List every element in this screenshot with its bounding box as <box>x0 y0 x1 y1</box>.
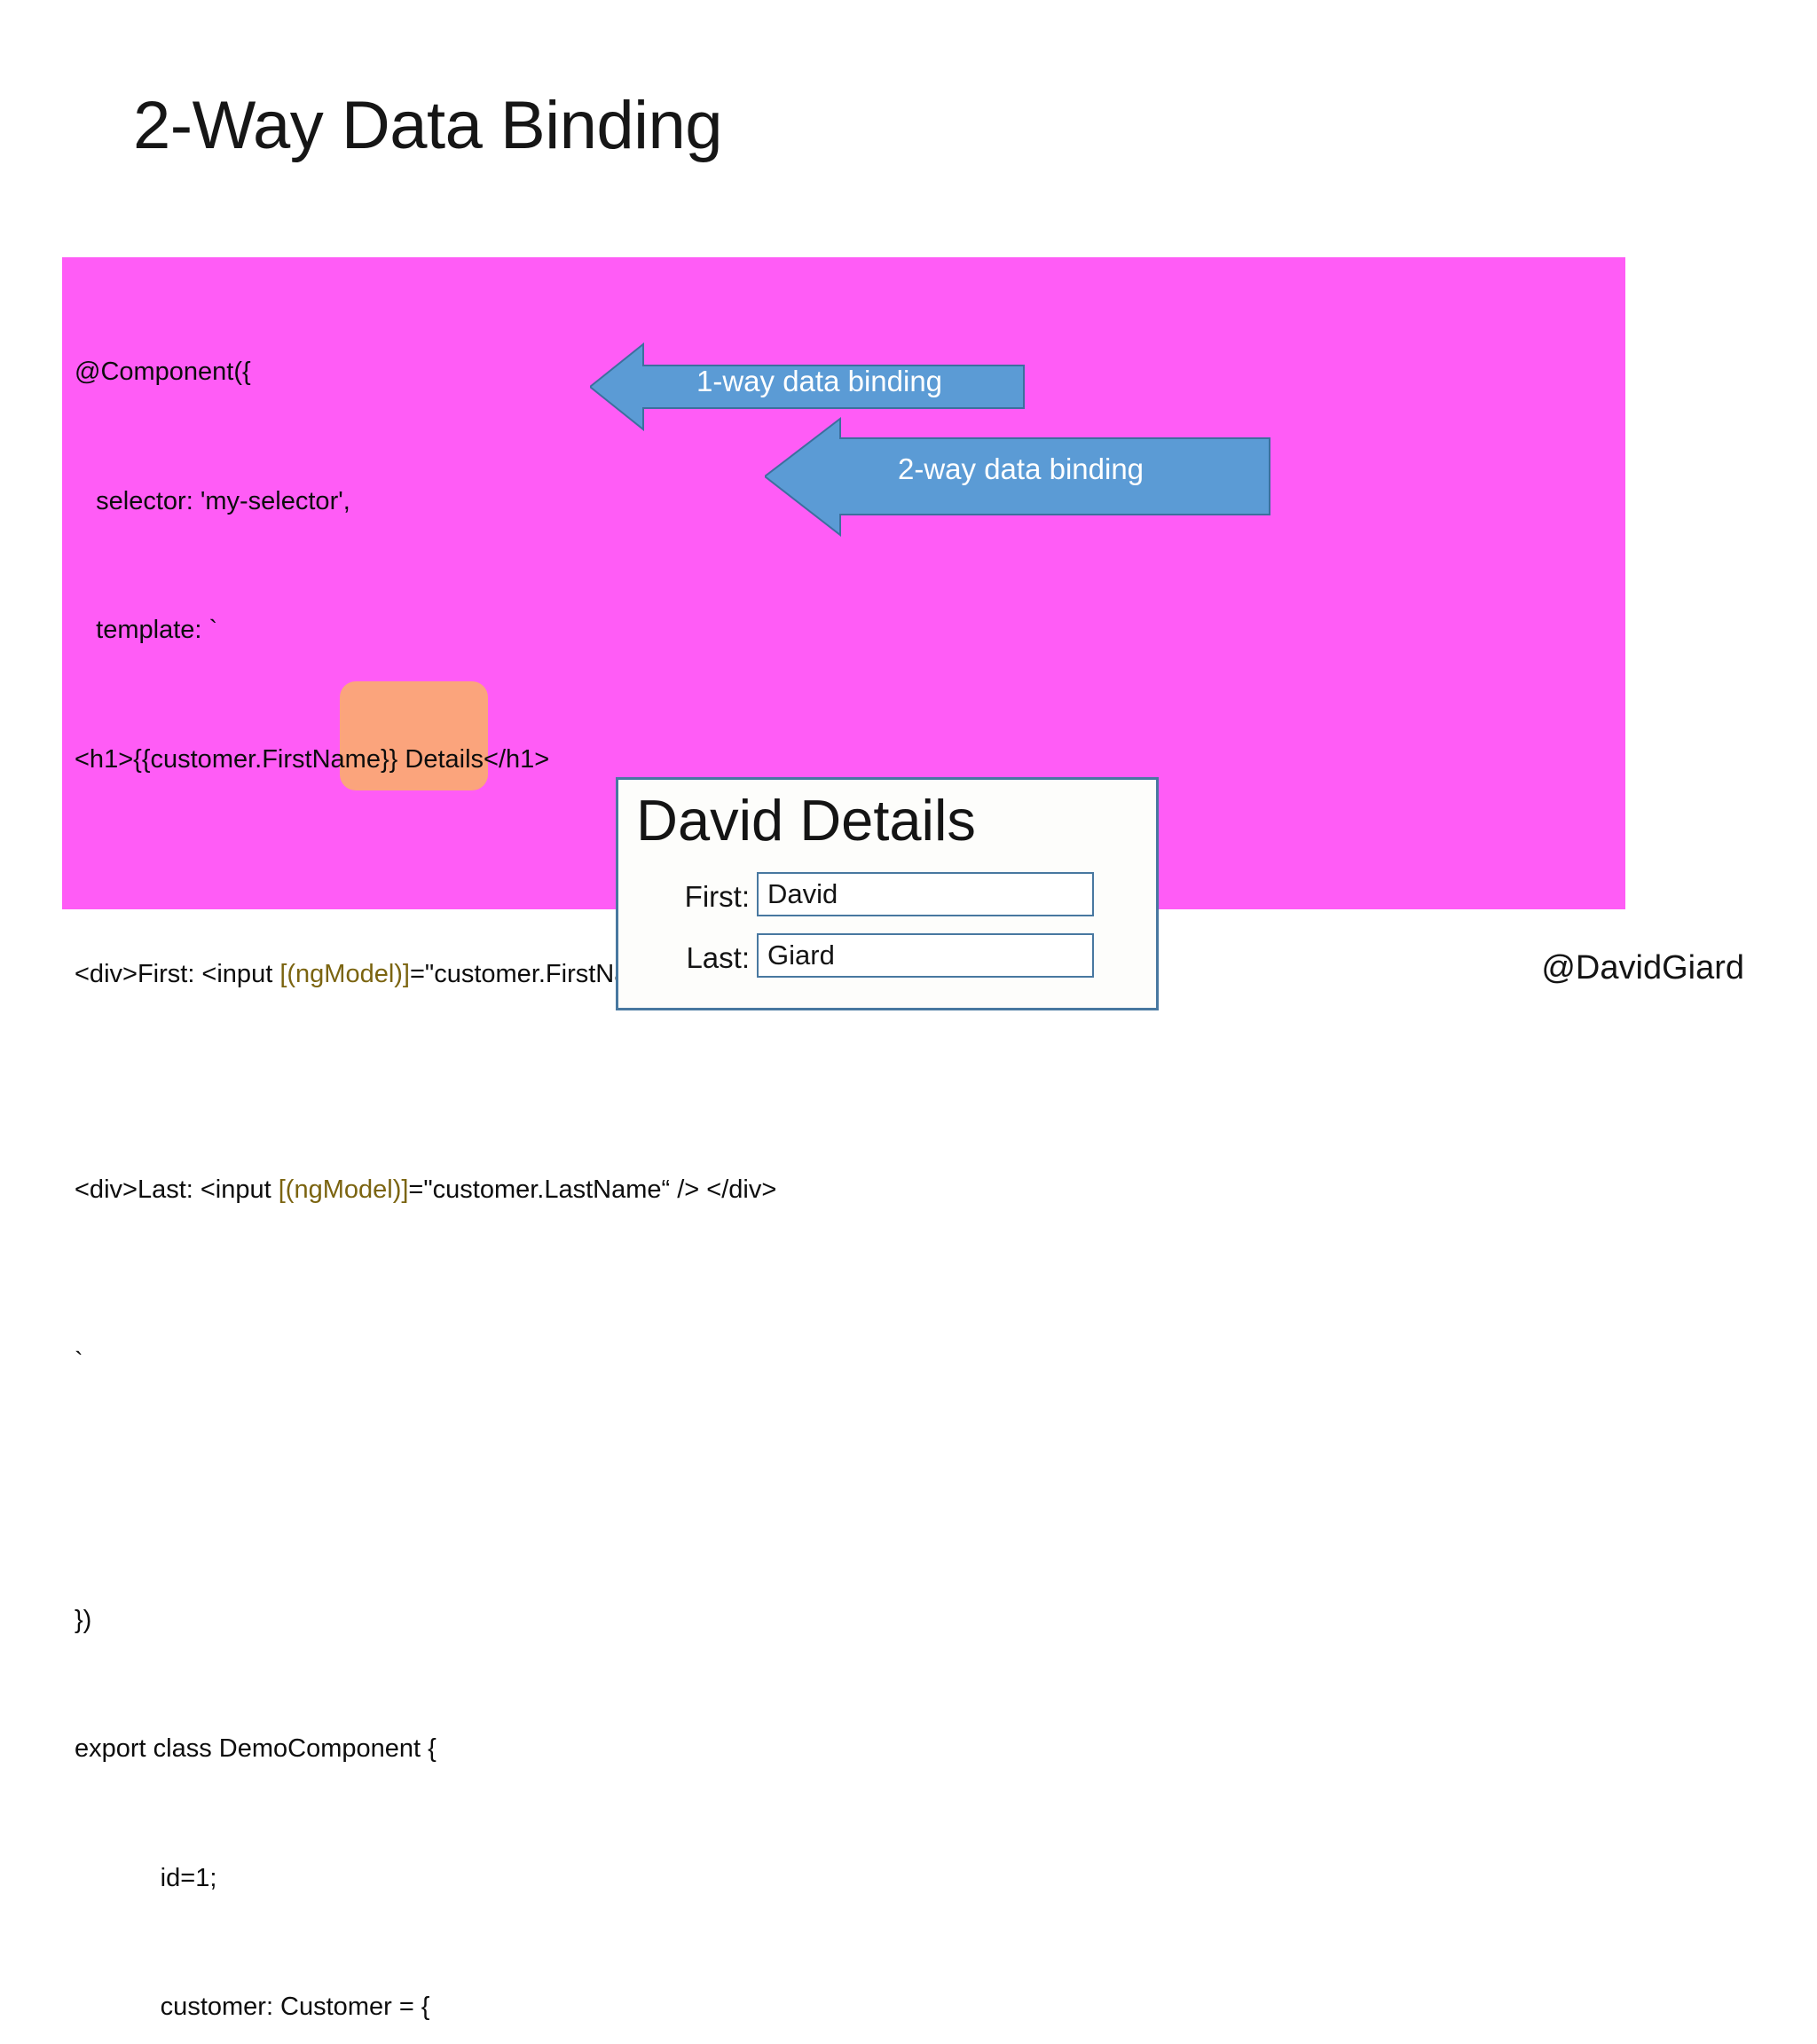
code-line: }) <box>75 1605 92 1634</box>
ngmodel-token: [(ngModel)] <box>278 1175 409 1204</box>
code-fragment: <div>First: <input <box>75 960 280 988</box>
code-fragment: <div>Last: <input <box>75 1175 279 1204</box>
preview-card: David Details First: Last: <box>616 777 1159 1010</box>
two-way-binding-arrow: 2-way data binding <box>765 417 1270 537</box>
code-line: id=1; <box>75 1863 217 1892</box>
left-arrow-icon <box>590 342 1025 431</box>
code-line-ngmodel-last: <div>Last: <input [(ngModel)]="customer.… <box>75 1168 1625 1212</box>
code-line: @Component({ <box>75 358 251 386</box>
preview-heading: David Details <box>636 788 976 853</box>
last-name-label: Last: <box>686 941 750 974</box>
code-line: selector: 'my-selector', <box>75 486 350 515</box>
ngmodel-token: [(ngModel)] <box>279 960 410 988</box>
one-way-binding-arrow: 1-way data binding <box>590 342 1025 431</box>
code-line: <h1>{{customer.FirstName}} Details</h1> <box>75 744 550 774</box>
code-line: export class DemoComponent { <box>75 1734 437 1763</box>
code-line <box>75 1469 1625 1513</box>
first-name-label: First: <box>684 880 750 913</box>
first-name-input[interactable] <box>757 872 1094 916</box>
form-row-last: Last: <box>618 933 1156 979</box>
form-row-first: First: <box>618 872 1156 918</box>
page-title: 2-Way Data Binding <box>133 88 723 163</box>
code-fragment: ="customer.LastName“ /> </div> <box>408 1175 777 1204</box>
code-line: customer: Customer = { <box>75 1993 430 2021</box>
code-line: template: ` <box>75 616 218 644</box>
twitter-handle: @DavidGiard <box>1541 949 1744 987</box>
last-name-input[interactable] <box>757 933 1094 978</box>
ngmodel-highlight-box <box>340 681 488 790</box>
left-arrow-icon <box>765 417 1270 537</box>
code-line: ` <box>75 1347 83 1376</box>
one-way-binding-label: 1-way data binding <box>696 365 943 397</box>
two-way-binding-label: 2-way data binding <box>898 452 1144 485</box>
